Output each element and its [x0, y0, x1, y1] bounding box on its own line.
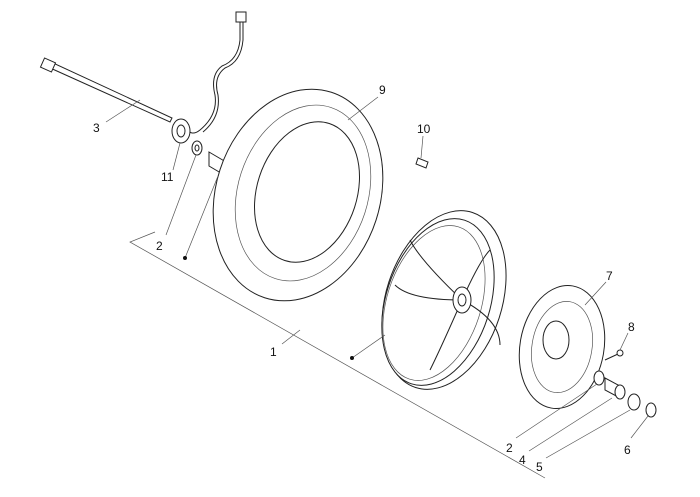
washer	[627, 393, 641, 411]
bearing-left	[191, 140, 203, 156]
axle	[39, 57, 173, 123]
callout-labels: 3 9 10 11 2 1 7 8 2 4 5 6	[93, 83, 635, 474]
label-nut: 6	[624, 443, 631, 457]
label-disc-screw: 8	[628, 320, 635, 334]
valve	[415, 157, 429, 169]
reference-dot	[183, 256, 187, 260]
wheel-rim	[381, 210, 507, 390]
label-bearing-left: 2	[156, 239, 163, 253]
spacer	[604, 377, 626, 400]
tire	[212, 88, 384, 302]
label-spacer: 4	[519, 453, 526, 467]
label-bearing-right: 2	[506, 441, 513, 455]
label-washer: 5	[536, 460, 543, 474]
label-wheel-assembly: 1	[270, 345, 277, 359]
disc-screw	[604, 349, 624, 361]
label-valve: 10	[417, 122, 431, 136]
sensor-ring	[171, 118, 191, 144]
label-brake-disc: 7	[606, 269, 613, 283]
leader-lines	[105, 96, 649, 459]
nut	[645, 402, 657, 418]
brake-disc	[518, 285, 606, 409]
label-tire: 9	[379, 83, 386, 97]
label-sensor-ring: 11	[161, 170, 174, 184]
assembly-bracket	[129, 231, 546, 479]
bearing-right	[593, 370, 605, 386]
label-axle: 3	[93, 121, 100, 135]
speed-sensor-cable	[184, 11, 247, 134]
reference-dot	[350, 356, 354, 360]
